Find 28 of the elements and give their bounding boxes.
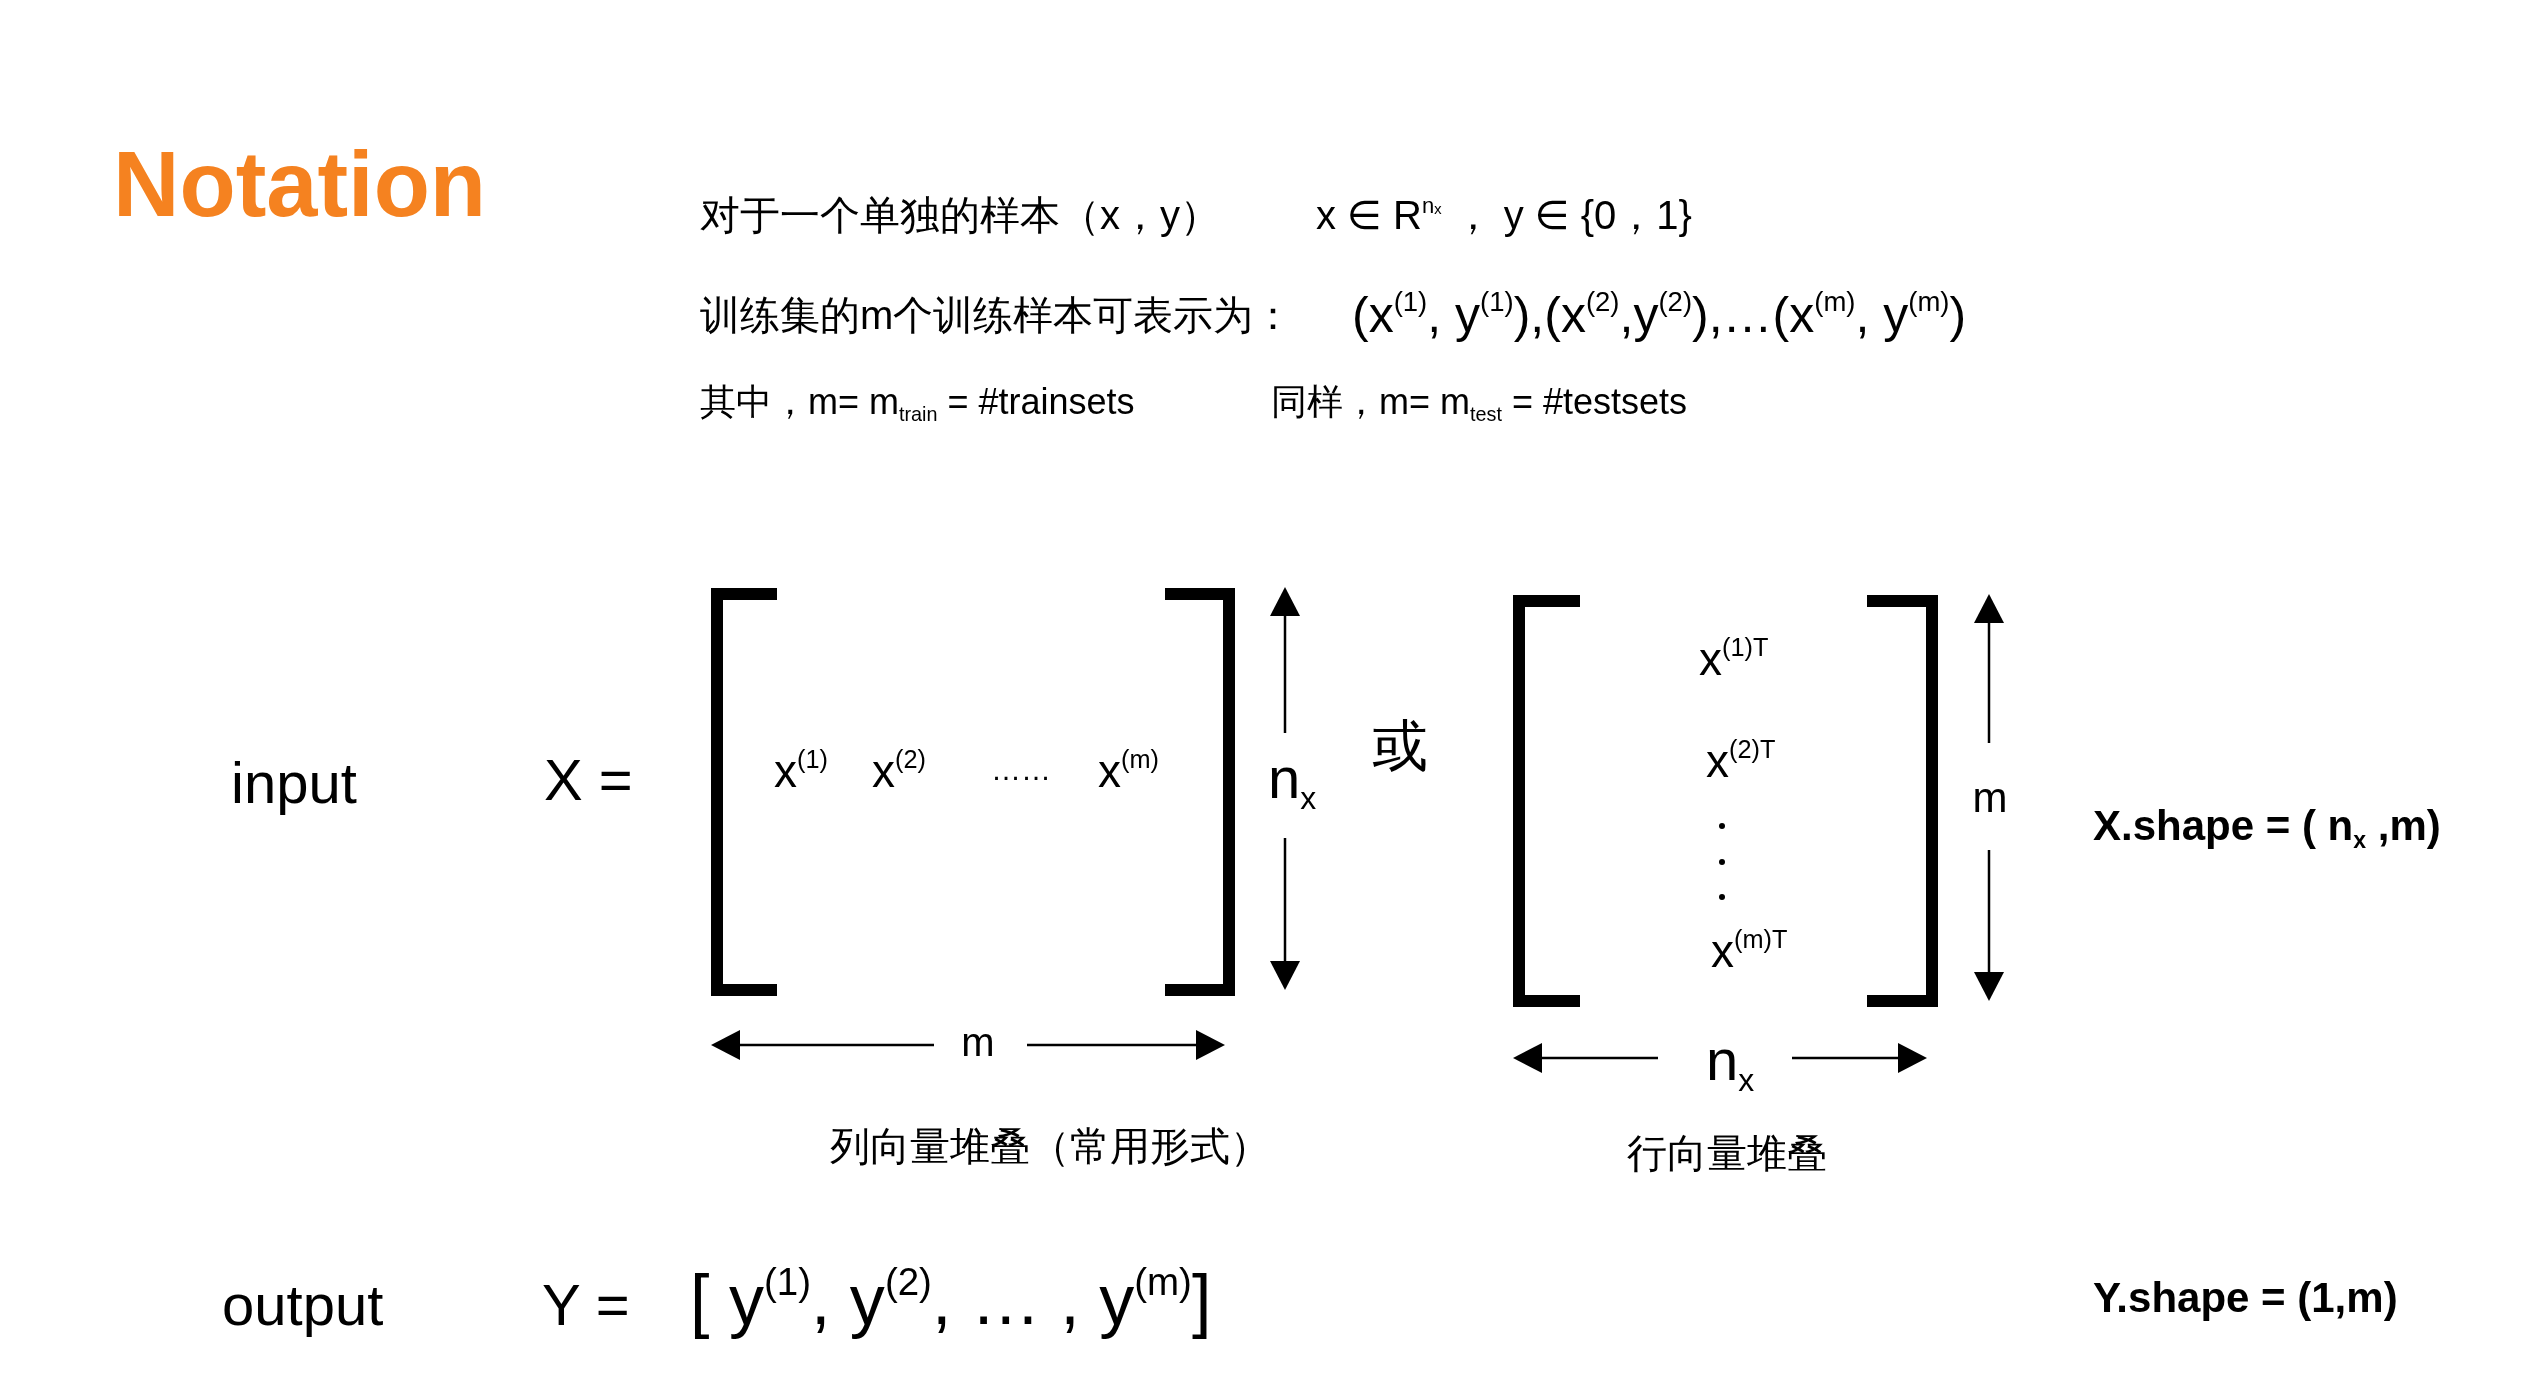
formula: X = <box>544 746 633 815</box>
row-label: input <box>231 749 357 818</box>
slide-title: Notation <box>113 134 487 236</box>
matrix-entry: x$^{(1)T}$ <box>1699 632 1769 688</box>
caption: 列向量堆叠（常用形式） <box>830 1123 1270 1170</box>
matrix-entry: x$^{(2)}$ <box>872 744 926 800</box>
shape-formula: X.shape = ( n$_{x}$ ,m) <box>2093 800 2441 852</box>
formula: (x$^{(1)}$, y$^{(1)}$),(x$^{(2)}$,y$^{(2)}$),…(x$^{(m)}$, y$^{(m)}$) <box>1352 285 1967 345</box>
formula: 其中，m= m$_{train}$ = #trainsets <box>700 380 1135 424</box>
dimension-label: m <box>1972 772 2008 823</box>
row-label: output <box>222 1271 384 1340</box>
dimension-label: n$_{x}$ <box>1267 744 1317 813</box>
description-text: 对于一个单独的样本（x，y） <box>700 192 1220 239</box>
formula: Y = <box>542 1271 630 1340</box>
formula: [ y$^{(1)}$, y$^{(2)}$, … , y$^{(m)}$] <box>690 1259 1212 1341</box>
formula: x ∈ R$^{nₓ}$ ， y ∈ {0，1} <box>1316 191 1692 239</box>
shape-formula: Y.shape = (1,m) <box>2093 1272 2398 1323</box>
formula: 同样，m= m$_{test}$ = #testsets <box>1271 380 1687 424</box>
conjunction-text: 或 <box>1372 713 1428 780</box>
dimension-label: n$_{x}$ <box>1705 1026 1755 1095</box>
matrix-entry: x$^{(m)}$ <box>1098 744 1159 800</box>
matrix-entry: x$^{(2)T}$ <box>1706 734 1776 790</box>
caption: 行向量堆叠 <box>1627 1130 1827 1177</box>
matrix-entry: x$^{(m)T}$ <box>1711 924 1788 980</box>
description-text: 训练集的m个训练样本可表示为： <box>700 292 1294 339</box>
dimension-label: m <box>961 1019 995 1066</box>
ellipsis: …… <box>991 752 1051 788</box>
matrix-entry: x$^{(1)}$ <box>774 744 828 800</box>
